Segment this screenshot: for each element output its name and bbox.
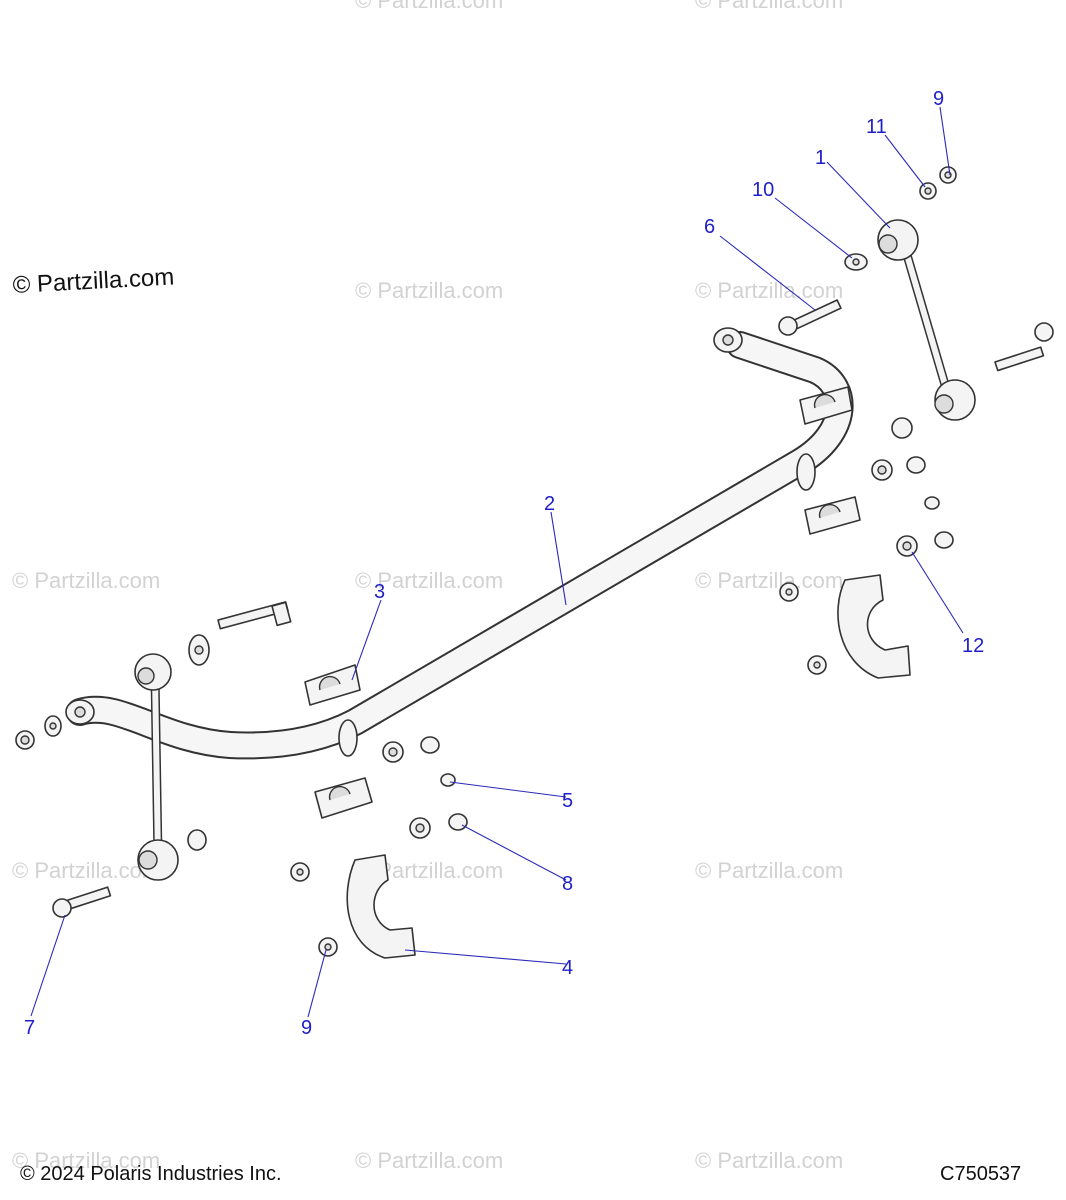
- callout-4[interactable]: 4: [562, 957, 573, 979]
- callout-6[interactable]: 6: [704, 216, 715, 238]
- left-end-link[interactable]: [134, 653, 179, 881]
- callout-11[interactable]: 11: [866, 116, 887, 138]
- watermark: © Partzilla.com: [355, 1148, 503, 1173]
- watermark: © Partzilla.com: [12, 858, 160, 883]
- bolt-right-side[interactable]: [994, 322, 1054, 372]
- footer-copyright: © 2024 Polaris Industries Inc.: [20, 1163, 282, 1185]
- callout-7[interactable]: 7: [24, 1017, 35, 1039]
- watermark: © Partzilla.com: [695, 278, 843, 303]
- watermark: © Partzilla.com: [355, 278, 503, 303]
- bushing-right-upper[interactable]: [799, 386, 853, 425]
- watermarks: © Partzilla.com © Partzilla.com © Partzi…: [12, 0, 843, 1173]
- bolt-left-upper[interactable]: [217, 601, 292, 630]
- stabilizer-bar[interactable]: [65, 327, 854, 760]
- watermark: © Partzilla.com: [355, 568, 503, 593]
- right-end-link[interactable]: [877, 219, 976, 421]
- leader-lines: [30, 106, 964, 1018]
- watermark: © Partzilla.com: [12, 568, 160, 593]
- bushing-left-lower[interactable]: [314, 777, 373, 819]
- bolt-right-upper[interactable]: [778, 299, 842, 336]
- callout-12[interactable]: 12: [962, 635, 984, 657]
- callout-1[interactable]: 1: [815, 147, 826, 169]
- watermark: © Partzilla.com: [695, 0, 843, 13]
- bolt-left-lower[interactable]: [52, 886, 112, 918]
- watermark: © Partzilla.com: [355, 0, 503, 13]
- bushing-left-upper[interactable]: [304, 664, 361, 706]
- callout-9-bottom[interactable]: 9: [301, 1017, 312, 1039]
- callout-8[interactable]: 8: [562, 873, 573, 895]
- diagram-code: C750537: [940, 1163, 1022, 1185]
- callout-10[interactable]: 10: [752, 179, 774, 201]
- hardware[interactable]: [15, 166, 957, 957]
- clamp-right[interactable]: [837, 574, 911, 679]
- clamp-left[interactable]: [346, 854, 416, 959]
- bushing-right-lower[interactable]: [804, 496, 861, 535]
- watermark: © Partzilla.com: [695, 568, 843, 593]
- watermark: © Partzilla.com: [12, 1148, 160, 1173]
- callouts: 1 2 3 4 5 6 7 8 9 9 10 11 12: [24, 88, 984, 1039]
- watermark: © Partzilla.com: [695, 858, 843, 883]
- callout-5[interactable]: 5: [562, 790, 573, 812]
- callout-3[interactable]: 3: [374, 581, 385, 603]
- callout-9-top[interactable]: 9: [933, 88, 944, 110]
- watermark: © Partzilla.com: [695, 1148, 843, 1173]
- callout-2[interactable]: 2: [544, 493, 555, 515]
